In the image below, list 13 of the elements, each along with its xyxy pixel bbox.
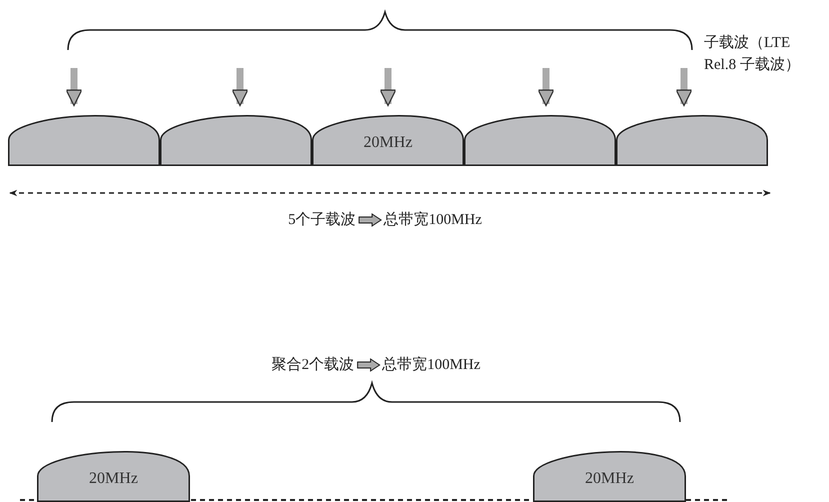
bandwidth-label: 20MHz (584, 470, 635, 488)
bandwidth-label: 20MHz (362, 134, 414, 152)
caption-text: 聚合2个载波 (272, 356, 354, 374)
bandwidth-label: 20MHz (88, 470, 139, 488)
arrow (676, 68, 692, 106)
arrow (538, 68, 554, 106)
annotation-text: 子载波（LTE Rel.8 子载波） (704, 34, 801, 75)
arrow (380, 68, 396, 106)
caption-text: 5个子载波 (288, 210, 356, 229)
arrow (66, 68, 82, 106)
caption-text: 总带宽100MHz (384, 210, 482, 229)
caption-text: 总带宽100MHz (382, 355, 480, 374)
arrow (232, 68, 248, 106)
